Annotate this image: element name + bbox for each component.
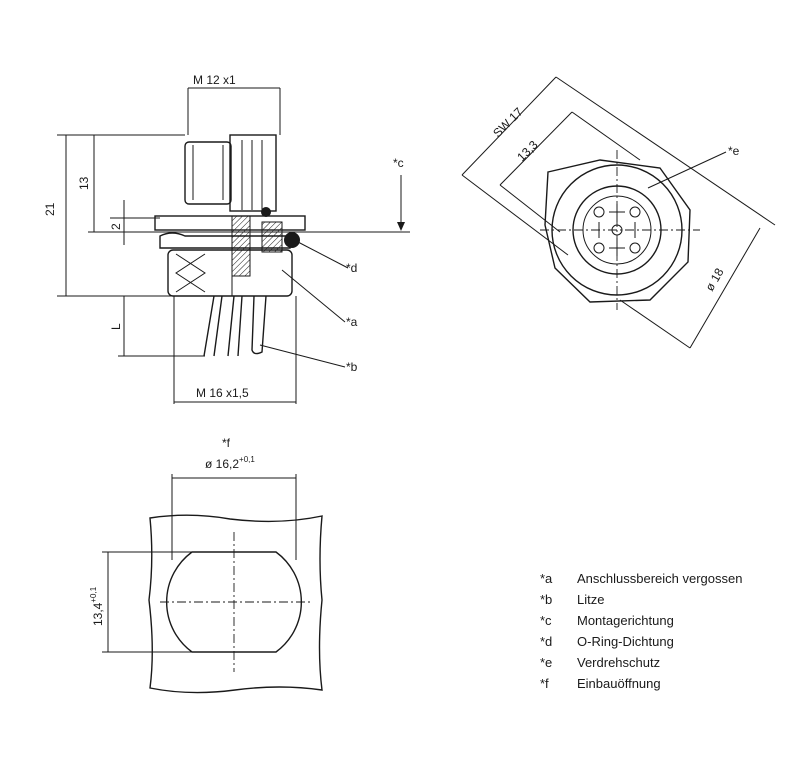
mount-direction-label: *c: [393, 156, 404, 170]
dim-L: L: [109, 323, 123, 330]
callout-e: *e: [728, 144, 740, 158]
dim-dia-18: ø 18: [702, 265, 726, 293]
cutout-marker: *f: [222, 436, 231, 450]
callout-a: *a: [346, 315, 358, 329]
callout-d: *d: [346, 261, 357, 275]
side-view: M 12 x1 21 13 2 L M 16 x1,5 *c: [43, 73, 410, 404]
cutout-view: *f ø 16,2+0,1 13,4+0,1: [89, 436, 323, 694]
dim-thread-bottom: M 16 x1,5: [196, 386, 249, 400]
dim-cutout-h: 13,4+0,1: [89, 586, 105, 626]
dim-thread-top: M 12 x1: [193, 73, 236, 87]
dim-21: 21: [43, 202, 57, 216]
dim-cutout-dia: ø 16,2+0,1: [205, 455, 255, 471]
callout-b: *b: [346, 360, 358, 374]
dim-2: 2: [109, 223, 123, 230]
front-view: SW 17 13,3 ø 18 *e: [461, 76, 776, 349]
dim-sw: SW 17: [490, 105, 526, 141]
dim-13: 13: [77, 176, 91, 190]
dim-13-3: 13,3: [514, 137, 541, 164]
